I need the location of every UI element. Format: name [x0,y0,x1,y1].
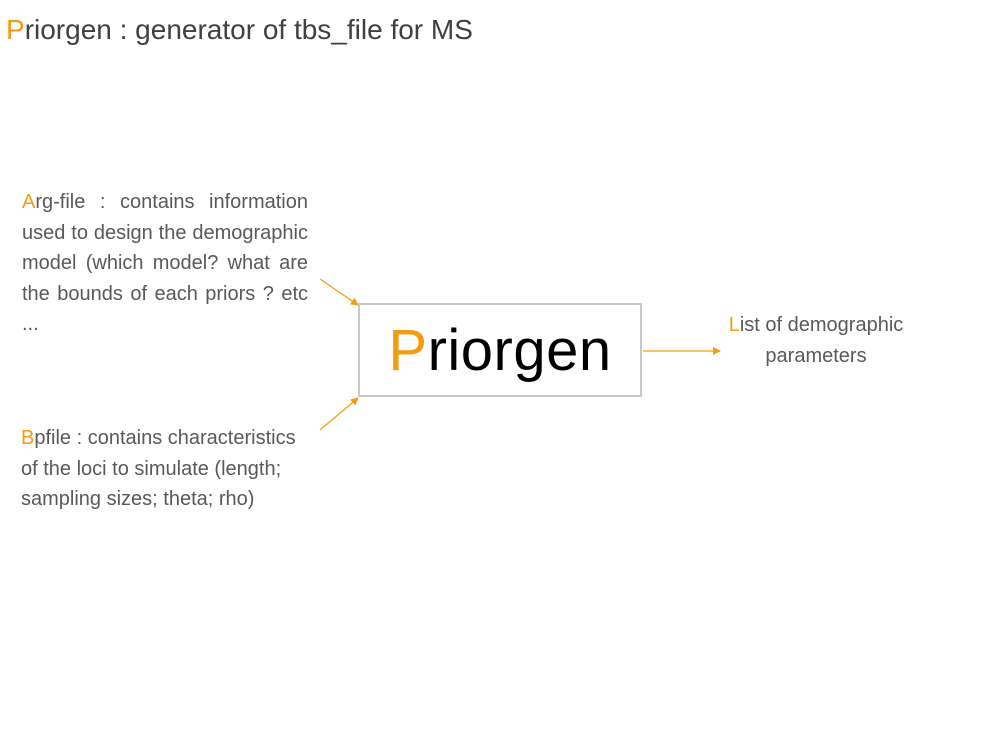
bpfile-description: Bpfile : contains characteristics of the… [21,423,311,515]
arg-file-arrow [319,278,359,306]
arg-file-text: rg-file : contains information used to d… [22,191,308,335]
bpfile-initial: B [21,427,35,449]
priorgen-initial: P [388,317,428,383]
priorgen-label: riorgen [427,317,612,383]
output-text: ist of demographic parameters [739,314,904,367]
title-text: riorgen : generator of tbs_file for MS [24,14,473,45]
output-description: List of demographic parameters [700,310,932,371]
bpfile-arrow [319,397,359,431]
slide-title: Priorgen : generator of tbs_file for MS [6,14,473,46]
arg-file-description: Arg-file : contains information used to … [22,187,308,340]
bpfile-text: pfile : contains characteristics of the … [21,427,296,510]
title-initial: P [6,14,25,45]
arg-file-initial: A [22,191,36,213]
output-initial: L [728,314,740,336]
